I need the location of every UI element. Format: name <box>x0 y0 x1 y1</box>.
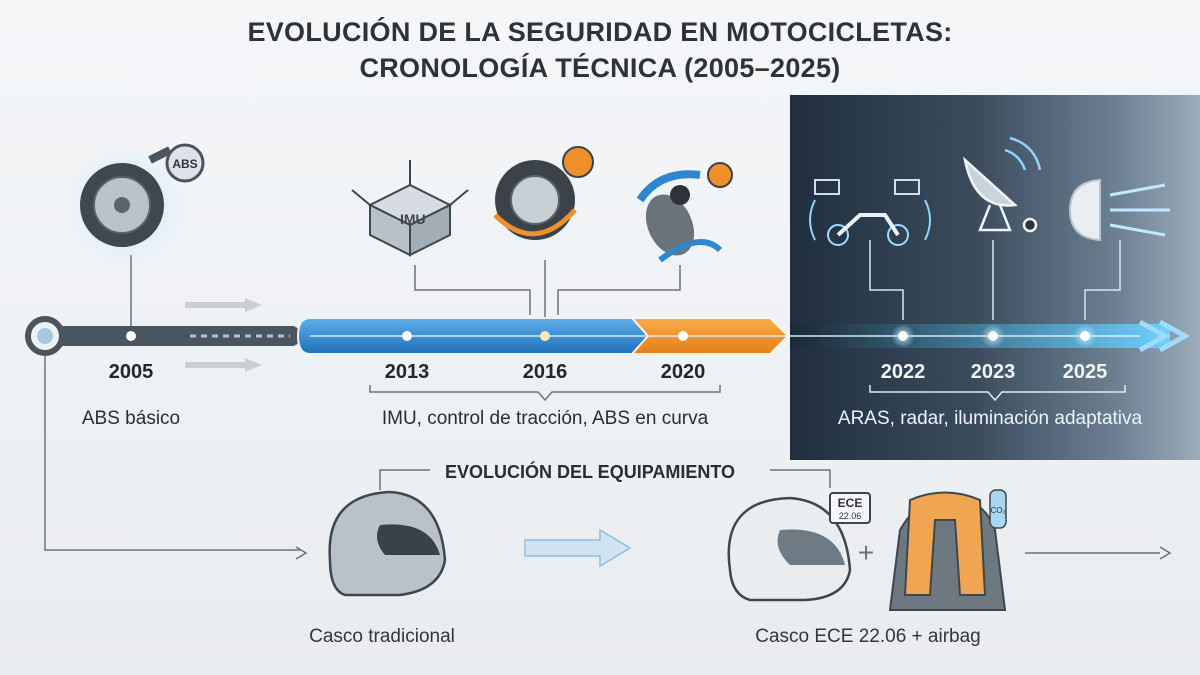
svg-text:CO₂: CO₂ <box>990 506 1005 515</box>
radar-dish-icon <box>963 136 1042 233</box>
label-aras-group: ARAS, radar, iluminación adaptativa <box>837 408 1143 429</box>
caption-traditional-helmet: Casco tradicional <box>309 626 455 647</box>
year-2005: 2005 <box>108 361 154 383</box>
title-line-2: CRONOLOGÍA TÉCNICA (2005–2025) <box>359 53 841 83</box>
equipment-progress-arrow <box>524 528 632 568</box>
label-imu-group: IMU, control de tracción, ABS en curva <box>381 408 709 429</box>
svg-text:22.06: 22.06 <box>839 511 862 521</box>
abs-brake-wheel-icon: ABS <box>65 143 205 265</box>
timeline-bar-early <box>35 326 300 346</box>
connector-lines <box>44 255 1172 560</box>
airbag-vest-icon: CO₂ <box>888 489 1007 611</box>
svg-text:+: + <box>858 537 874 568</box>
aras-motorcycle-icon <box>809 179 931 246</box>
page-title: EVOLUCIÓN DE LA SEGURIDAD EN MOTOCICLETA… <box>0 14 1200 86</box>
ece-badge <box>829 492 871 524</box>
svg-text:ABS: ABS <box>172 157 197 171</box>
year-2022: 2022 <box>880 361 926 383</box>
year-2016: 2016 <box>522 361 568 383</box>
year-nodes <box>126 324 1097 348</box>
svg-text:IMU: IMU <box>400 211 426 227</box>
caption-ece-helmet-airbag: Casco ECE 22.06 + airbag <box>755 626 981 647</box>
adaptive-headlight-icon <box>1068 178 1170 242</box>
year-2025: 2025 <box>1062 361 1108 383</box>
imu-sensor-icon: IMU <box>351 160 469 257</box>
year-2013: 2013 <box>384 361 430 383</box>
year-2020: 2020 <box>660 361 706 383</box>
traction-control-tire-icon <box>493 146 594 240</box>
svg-text:ECE: ECE <box>838 496 863 510</box>
title-line-1: EVOLUCIÓN DE LA SEGURIDAD EN MOTOCICLETA… <box>247 17 953 47</box>
year-2023: 2023 <box>970 361 1016 383</box>
ece-helmet-icon <box>727 496 852 602</box>
traditional-helmet-icon <box>328 490 447 597</box>
cornering-abs-rider-icon <box>636 162 733 263</box>
label-abs-basic: ABS básico <box>81 408 181 429</box>
equipment-title: EVOLUCIÓN DEL EQUIPAMIENTO <box>445 462 736 482</box>
